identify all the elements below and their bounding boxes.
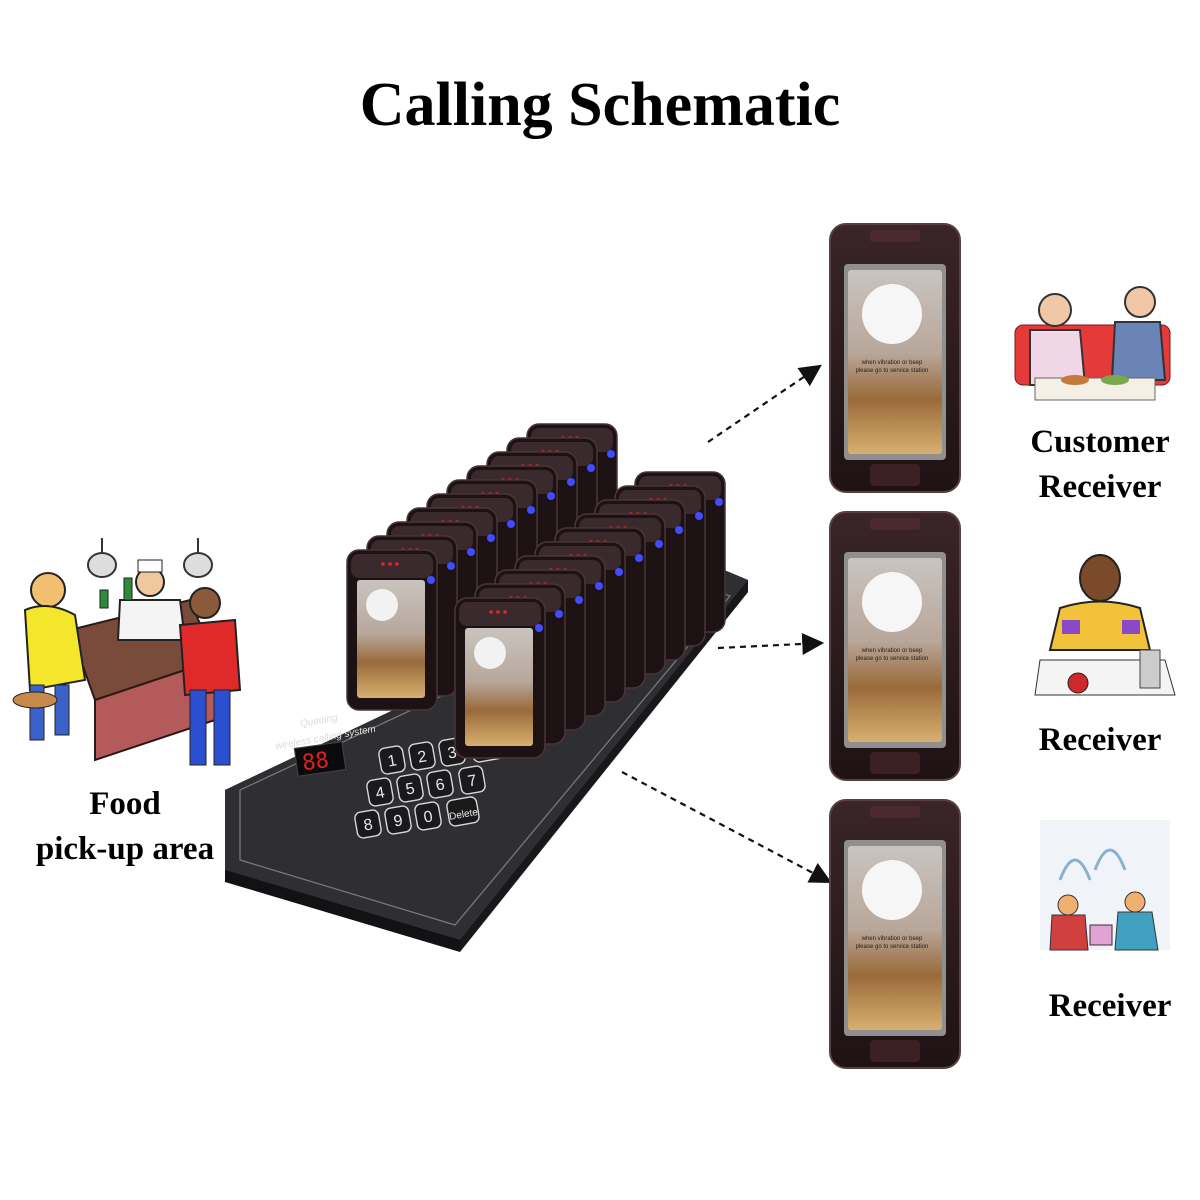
svg-text:when vibration or beep: when vibration or beep <box>861 360 923 366</box>
dashed-arrow-icon <box>717 632 825 655</box>
customer-label-line2: Receiver <box>1038 468 1162 505</box>
svg-text:please go to service station: please go to service station <box>856 656 929 662</box>
keypad-key: 4 <box>366 777 394 807</box>
customer-label-line1: Customer <box>1030 424 1170 460</box>
svg-text:5: 5 <box>404 780 416 798</box>
keypad-key: 5 <box>396 773 424 803</box>
svg-text:7: 7 <box>466 772 478 790</box>
svg-text:6: 6 <box>434 776 446 794</box>
keypad-key: 0 <box>414 801 442 831</box>
pager-icon: when vibration or beep please go to servi… <box>829 799 961 1069</box>
pager-icon <box>346 549 438 711</box>
receiver-label-2: Receiver <box>1048 988 1172 1024</box>
svg-text:9: 9 <box>392 812 404 830</box>
svg-text:Delete: Delete <box>448 807 479 823</box>
diner-scene-icon <box>1040 820 1170 951</box>
pager-icon: when vibration or beep please go to servi… <box>829 511 961 781</box>
svg-text:when vibration or beep: when vibration or beep <box>861 648 923 654</box>
svg-text:please go to service station: please go to service station <box>856 944 929 950</box>
receiver-label-1: Receiver <box>1038 722 1162 758</box>
pager-stack-right <box>454 471 726 759</box>
keypad-key: 6 <box>426 769 454 799</box>
keypad-key: 8 <box>354 809 382 839</box>
keypad-key: Delete <box>446 796 480 827</box>
digit-display <box>293 741 347 777</box>
diner-scene-icon <box>1014 286 1171 401</box>
keypad-key: 9 <box>384 805 412 835</box>
diner-scene-icon <box>12 538 242 766</box>
food-label-line2: pick-up area <box>35 830 215 867</box>
digit-display-value: 88 <box>301 748 331 776</box>
pager-icon <box>454 597 546 759</box>
pager-icon: when vibration or beep please go to servi… <box>829 223 961 493</box>
food-label-line1: Food <box>89 786 161 822</box>
svg-text:2: 2 <box>416 748 428 766</box>
svg-text:3: 3 <box>446 744 458 762</box>
keypad-key: 7 <box>458 765 486 795</box>
svg-text:1: 1 <box>386 752 398 770</box>
keypad-key: 2 <box>408 741 436 771</box>
customer-receiver-label: Customer Receiver <box>1000 420 1200 509</box>
svg-text:please go to service station: please go to service station <box>856 368 929 374</box>
brand-line1: Queuing <box>299 712 339 729</box>
svg-text:8: 8 <box>362 816 374 834</box>
svg-text:4: 4 <box>374 784 386 802</box>
dashed-arrow-icon <box>621 771 832 884</box>
food-pickup-label: Food pick-up area <box>0 782 250 871</box>
keypad-key: 1 <box>378 745 406 775</box>
svg-text:0: 0 <box>422 808 434 826</box>
diagram-title: Calling Schematic <box>359 71 841 139</box>
diner-scene-icon <box>1034 554 1176 696</box>
dashed-arrow-icon <box>707 364 822 443</box>
svg-text:when vibration or beep: when vibration or beep <box>861 936 923 942</box>
